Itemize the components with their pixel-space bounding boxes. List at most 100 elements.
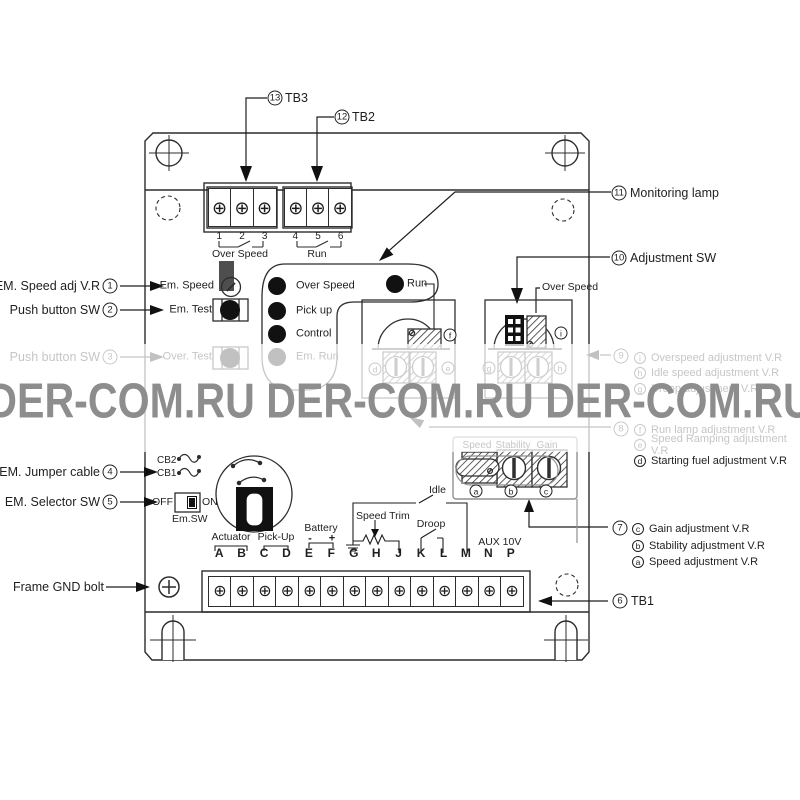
em-controls (174, 261, 293, 533)
screw-icon: ⊕ (505, 582, 519, 600)
em-sw-label: Em.SW (172, 512, 208, 525)
screw-icon: ⊕ (460, 582, 474, 600)
tb2-terminals: ⊕⊕⊕ (284, 188, 353, 227)
screw-icon: ⊕ (348, 582, 362, 600)
on-label: ON (202, 495, 218, 508)
adjustment-text: Droop adjustment V.R (651, 382, 759, 395)
em-test-label: Em. Test (169, 303, 212, 316)
callout-12: 12 (334, 109, 350, 125)
callout-2: 2 (102, 302, 118, 318)
battery-minus: - (308, 532, 312, 545)
tb3-terminal-number: 3 (261, 231, 268, 242)
letter-g: g (482, 361, 496, 375)
callout-4: 4 (102, 464, 118, 480)
adjustment-letter: a (632, 556, 644, 569)
adjustment-text: Gain adjustment V.R (649, 523, 750, 536)
em-run-led-label: Em. Run (296, 350, 339, 363)
tb3-terminal-number: 1 (216, 231, 223, 242)
terminal-screw: ⊕ (320, 576, 345, 607)
terminal-screw: ⊕ (297, 576, 322, 607)
adjustment-text: Overspeed adjustment V.R (651, 351, 783, 364)
terminal-screw: ⊕ (455, 576, 480, 607)
adjustment-item: b Stability adjustment V.R (632, 538, 765, 555)
speed-trim-label: Speed Trim (356, 509, 410, 522)
tb1-terminal-letter: M (460, 546, 471, 560)
tb3-label: TB3 (285, 90, 308, 105)
faded-band-overlay (0, 344, 800, 452)
letter-a: a (469, 484, 483, 498)
frame-gnd-bolt-label: Frame GND bolt (13, 579, 104, 594)
callout-5: 5 (102, 494, 118, 510)
screw-icon: ⊕ (211, 197, 228, 218)
callout-7: 7 (612, 520, 628, 536)
adjustment-text: Run lamp adjustment V.R (651, 423, 776, 436)
tb1-terminal-letter: C (259, 546, 269, 560)
control-led-label: Control (296, 327, 332, 340)
em-test-button (212, 298, 249, 322)
callout-6: 6 (612, 593, 628, 609)
adjustment-item: e Speed Ramping adjustment V.R (634, 433, 800, 457)
callout-11: 11 (611, 185, 627, 201)
run-led-label: Run (407, 277, 428, 290)
tb1-wiring (214, 494, 468, 553)
adjustment-item: a Speed adjustment V.R (632, 554, 765, 571)
adjustment-text: Idle speed adjustment V.R (651, 367, 780, 380)
tb1-terminal-letter: J (395, 546, 402, 560)
adjustment-letter: b (632, 539, 644, 552)
terminal-screw: ⊕ (207, 188, 232, 227)
terminal-screw: ⊕ (342, 576, 367, 607)
tb3-terminals: ⊕⊕⊕ (207, 188, 277, 227)
callout-3: 3 (102, 349, 118, 365)
push-button-sw-label-faded: Push button SW (9, 349, 100, 364)
terminal-screw: ⊕ (230, 576, 255, 607)
screw-icon: ⊕ (393, 582, 407, 600)
adjustment-text: Stability adjustment V.R (649, 539, 765, 552)
screw-icon: ⊕ (370, 582, 384, 600)
speed-pot-label: Speed (462, 440, 492, 451)
monitoring-lamp-label: Monitoring lamp (630, 185, 719, 200)
battery-plus: + (328, 532, 336, 545)
adjustment-letter: e (634, 439, 646, 452)
adjustment-text: Speed adjustment V.R (649, 556, 759, 569)
overspeed-led-icon (268, 277, 286, 295)
ground-icon (346, 541, 360, 552)
aux-label: AUX (478, 535, 500, 548)
terminal-screw: ⊕ (365, 576, 390, 607)
callout-8: 8 (613, 421, 629, 437)
adjustment-text: Speed Ramping adjustment V.R (651, 433, 787, 458)
screw-icon: ⊕ (482, 582, 497, 600)
tb1-terminal-letter: L (439, 546, 448, 560)
terminal-screw: ⊕ (410, 576, 435, 607)
pickup-led-label: Pick up (296, 304, 333, 317)
pickup-led-icon (268, 302, 286, 320)
pickup-label: Pick-Up (257, 530, 295, 543)
em-speed-adj-label: EM. Speed adj V.R (0, 278, 100, 293)
battery-label: Battery (304, 521, 338, 534)
cb2-label: CB2 (157, 455, 177, 466)
speed-trim-circuit (346, 494, 468, 553)
battery-bracket (308, 542, 334, 548)
tb2-terminal-number: 5 (315, 231, 321, 242)
tb2-terminal-number: 6 (337, 231, 344, 242)
overspeed-contact-label: Over Speed (211, 247, 269, 260)
cb-jumpers (177, 453, 202, 477)
terminal-screw: ⊕ (328, 188, 353, 227)
tb1-outline (201, 570, 531, 613)
letter-f: f (443, 328, 457, 342)
speed-stability-gain-block (452, 436, 578, 543)
watermark: DER-COM.RU DER-COM.RU DER-COM.RU (0, 374, 800, 429)
overspeed-dip-switch (505, 315, 524, 346)
terminal-screw: ⊕ (284, 188, 308, 227)
screw-icon: ⊕ (258, 582, 272, 600)
tb1-terminal-letter: D (282, 546, 291, 560)
em-jumper-cable-label: EM. Jumper cable (0, 464, 100, 479)
tb1-terminal-letter: E (304, 546, 313, 560)
terminal-screw: ⊕ (252, 188, 277, 227)
tb1-terminal-letter: K (416, 546, 426, 560)
terminal-screw: ⊕ (306, 188, 330, 227)
em-selector-switch (174, 492, 201, 513)
actuator-knob (215, 455, 293, 533)
